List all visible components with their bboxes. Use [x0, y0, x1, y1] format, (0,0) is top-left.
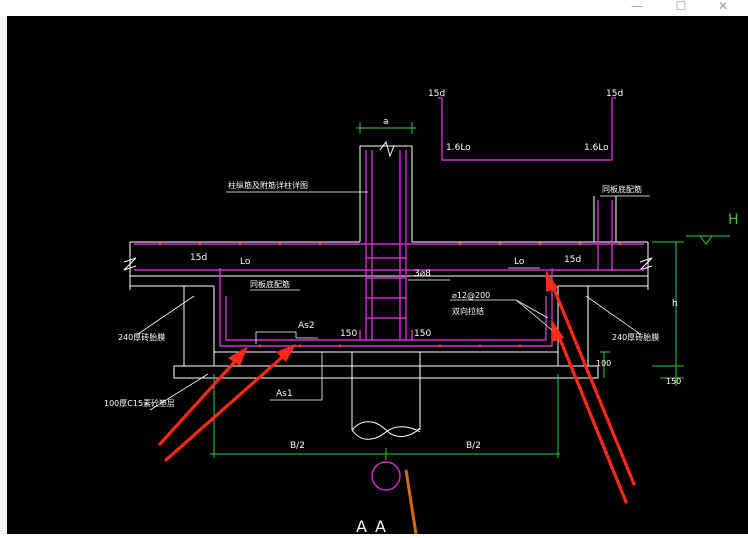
maximize-icon[interactable]: ☐ [675, 0, 687, 13]
rebar-lines [134, 97, 644, 347]
dim-150-left: 150 [340, 329, 357, 339]
cushion-layer [173, 365, 599, 379]
note-phi12: ⌀12@200 [452, 291, 490, 300]
dim-150-side: 150 [666, 377, 681, 386]
dim-16lo-left: 1.6Lo [446, 143, 471, 153]
note-240-right: 240厚砖胎膜 [612, 332, 659, 342]
window-titlebar: — ☐ ✕ [0, 0, 748, 16]
label-h: H [728, 212, 739, 228]
dim-b2-right: B/2 [466, 441, 481, 451]
note-3phi8: 3⌀8 [414, 269, 431, 279]
annotation-arrows [158, 270, 636, 504]
note-100-c15: 100厚C15素砼垫层 [104, 398, 175, 408]
minimize-icon[interactable]: — [631, 0, 643, 13]
orange-mark [404, 469, 418, 535]
left-panel-edge [0, 16, 7, 534]
dim-16lo-right: 1.6Lo [584, 143, 609, 153]
section-label: A_A [356, 517, 386, 534]
dim-15d-right: 15d [564, 255, 581, 265]
dim-h: h [672, 299, 678, 309]
dim-b2-left: B/2 [290, 441, 305, 451]
cad-canvas[interactable]: a 15d 15d 1.6Lo 1.6Lo 柱纵筋及附筋详柱详图 同板底配筋 1… [7, 16, 748, 537]
dimension-lines [210, 122, 730, 460]
dim-15d-top-left: 15d [428, 89, 445, 99]
dim-150-right: 150 [414, 329, 431, 339]
dim-100: 100 [596, 359, 611, 368]
dim-lo-left: Lo [240, 257, 251, 267]
pile-outline [351, 352, 421, 440]
dim-15d-top-right: 15d [606, 89, 623, 99]
dim-lo-right: Lo [514, 257, 525, 267]
column-outline [359, 145, 413, 242]
slab-outline [129, 241, 649, 290]
pit-outline [213, 286, 559, 353]
leader-lines [137, 191, 650, 411]
close-icon[interactable]: ✕ [717, 0, 729, 13]
dim-a: a [383, 117, 389, 127]
rebar-dots [158, 242, 622, 348]
dim-15d-left: 15d [190, 253, 207, 263]
note-column: 柱纵筋及附筋详柱详图 [228, 180, 308, 190]
note-as1: As1 [276, 389, 293, 399]
note-phi12-sub: 双向拉结 [452, 306, 484, 316]
note-same-beam-lower: 同板底配筋 [250, 279, 290, 289]
cad-drawing: a 15d 15d 1.6Lo 1.6Lo 柱纵筋及附筋详柱详图 同板底配筋 1… [104, 89, 739, 537]
section-circle [371, 461, 401, 491]
note-240-left: 240厚砖胎膜 [118, 332, 165, 342]
note-as2: As2 [298, 321, 315, 331]
note-same-beam: 同板底配筋 [602, 184, 642, 194]
break-marks [123, 140, 653, 271]
